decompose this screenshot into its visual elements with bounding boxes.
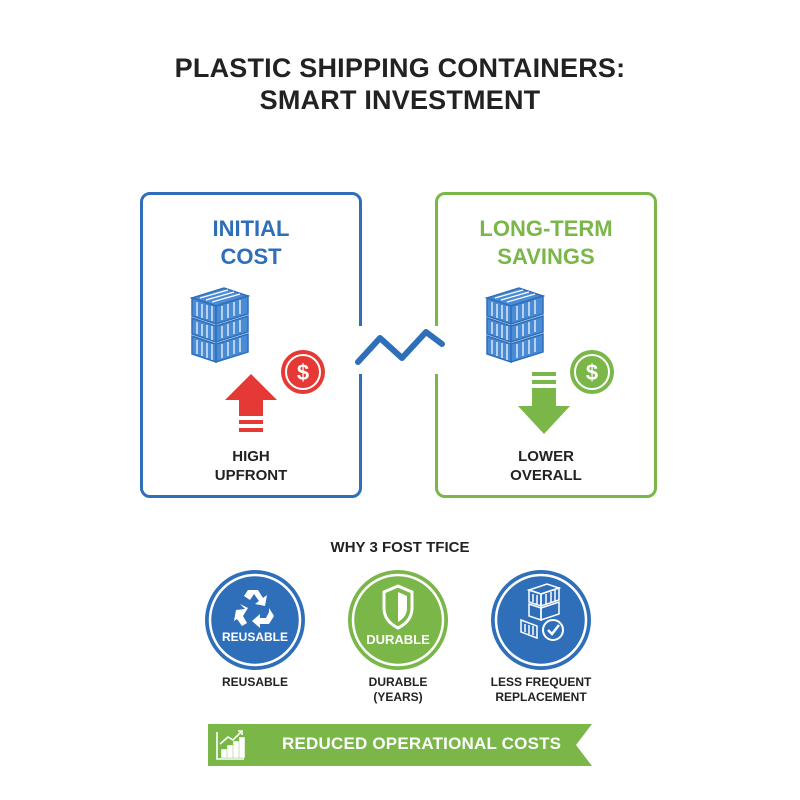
replacement-caption: LESS FREQUENT REPLACEMENT xyxy=(461,675,621,705)
initial-cost-caption: HIGH UPFRONT xyxy=(143,447,359,485)
caption-line-1: LOWER xyxy=(518,448,574,465)
long-term-savings-caption: LOWER OVERALL xyxy=(438,447,654,485)
arrow-up-icon xyxy=(225,374,277,432)
container-stack-icon xyxy=(189,287,251,364)
benefits-heading: WHY 3 FOST TFICE xyxy=(330,539,470,556)
banner-label: REDUCED OPERATIONAL COSTS xyxy=(282,734,562,753)
dollar-coin-icon: $ xyxy=(570,350,614,394)
border-gap xyxy=(358,326,366,374)
caption-line-2: OVERALL xyxy=(510,467,582,484)
panel-title-line-2: COST xyxy=(220,244,282,269)
panel-title-line-2: SAVINGS xyxy=(497,244,595,269)
panel-title-line-1: INITIAL xyxy=(212,216,290,241)
zigzag-line-icon xyxy=(355,329,445,365)
caption-line-1: LESS FREQUENT xyxy=(490,675,592,689)
container-stack-icon xyxy=(484,287,546,364)
svg-text:$: $ xyxy=(586,360,598,385)
caption-line-1: HIGH xyxy=(232,448,270,465)
title-line-2: SMART INVESTMENT xyxy=(259,85,541,115)
border-gap xyxy=(434,326,442,374)
reusable-caption: REUSABLE xyxy=(175,675,335,690)
long-term-savings-panel: LONG-TERM SAVINGS LOWER OVERALL xyxy=(435,192,657,498)
replacement-badge xyxy=(491,570,591,670)
containers-check-icon xyxy=(520,583,564,641)
page-title: PLASTIC SHIPPING CONTAINERS: SMART INVES… xyxy=(0,52,800,116)
initial-cost-panel: INITIAL COST HIGH UPFRONT xyxy=(140,192,362,498)
arrow-down-icon xyxy=(518,372,570,434)
initial-cost-title: INITIAL COST xyxy=(143,215,359,271)
svg-text:REUSABLE: REUSABLE xyxy=(222,630,288,644)
shield-icon xyxy=(382,584,414,630)
caption-line-1: DURABLE xyxy=(368,675,428,689)
caption-line-2: REPLACEMENT xyxy=(495,690,587,704)
growth-chart-icon xyxy=(216,730,245,760)
svg-text:$: $ xyxy=(297,360,309,385)
svg-text:DURABLE: DURABLE xyxy=(366,632,430,647)
panel-title-line-1: LONG-TERM xyxy=(479,216,613,241)
recycle-icon xyxy=(234,590,274,628)
caption-line-1: REUSABLE xyxy=(221,675,288,689)
caption-line-2: UPFRONT xyxy=(214,467,288,484)
title-line-1: PLASTIC SHIPPING CONTAINERS: xyxy=(174,53,626,83)
long-term-savings-title: LONG-TERM SAVINGS xyxy=(438,215,654,271)
dollar-coin-icon: $ xyxy=(281,350,325,394)
caption-line-2: (YEARS) xyxy=(373,690,423,704)
durable-caption: DURABLE (YEARS) xyxy=(318,675,478,705)
durable-badge: DURABLE xyxy=(348,570,448,670)
reusable-badge: REUSABLE xyxy=(205,570,305,670)
reduced-costs-banner xyxy=(208,724,592,766)
